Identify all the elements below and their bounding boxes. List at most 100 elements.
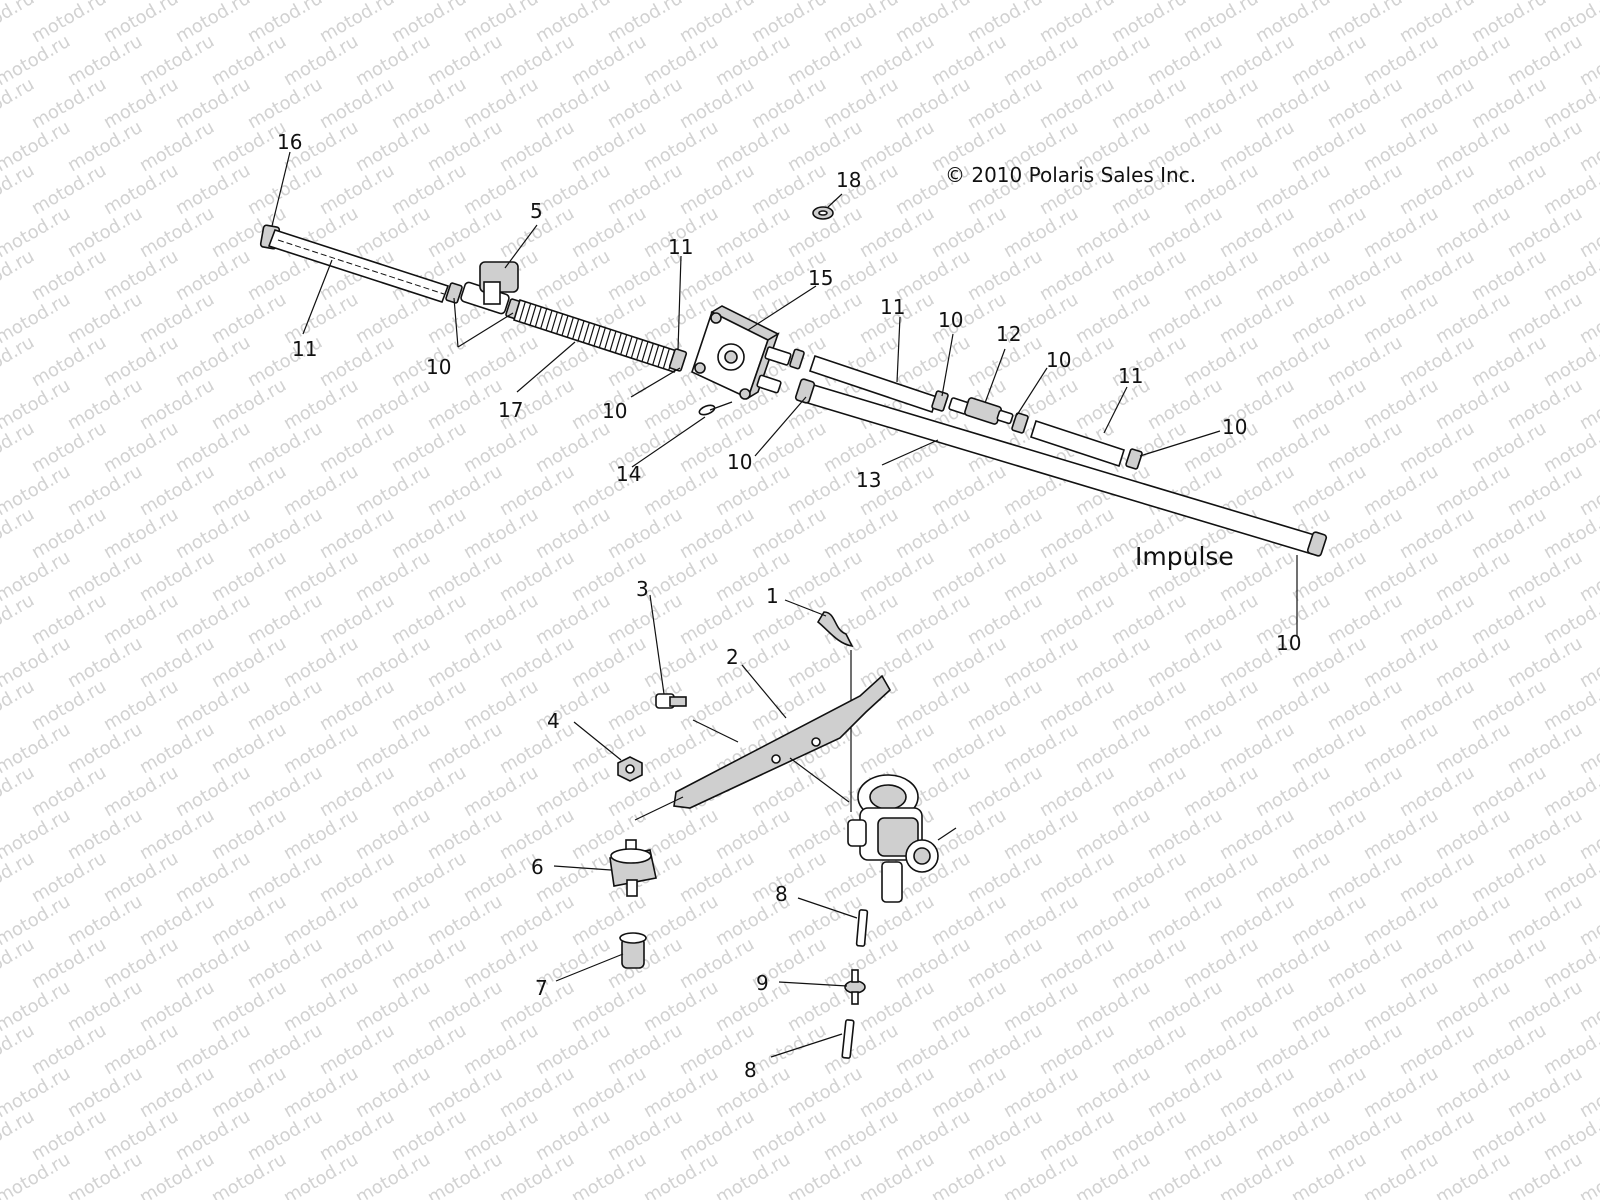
- hose-rib: [529, 305, 537, 326]
- model-label: Impulse: [1135, 542, 1234, 571]
- watermark-text: motod.ru: [1468, 0, 1550, 47]
- callout-13: 13: [856, 468, 881, 492]
- carburetor: [847, 774, 957, 903]
- callout-10-filter-right: 10: [1046, 348, 1071, 372]
- callout-6: 6: [531, 855, 544, 879]
- hose-rib: [518, 301, 526, 322]
- watermark-text: motod.ru: [820, 0, 902, 47]
- part-15-fuel-pump: [691, 305, 805, 400]
- callout-15: 15: [808, 266, 833, 290]
- leader-lines: [271, 151, 1298, 1058]
- hose-rib: [641, 341, 649, 362]
- callout-11-upper: 11: [880, 295, 905, 319]
- part-7-well-nut: [619, 932, 647, 969]
- callout-12: 12: [996, 322, 1021, 346]
- hose-rib: [524, 303, 532, 324]
- watermark-text: motod.ru: [964, 0, 1046, 47]
- hose-rib: [566, 317, 574, 338]
- callout-8-lower: 8: [744, 1058, 757, 1082]
- callout-16: 16: [277, 130, 302, 154]
- callout-10-pump: 10: [602, 399, 627, 423]
- part-11-hose-upper: [808, 354, 939, 414]
- hose-rib: [646, 343, 654, 364]
- part-10-clamp-filter-right: [1011, 412, 1029, 434]
- callout-10-far-right: 10: [1222, 415, 1247, 439]
- callout-11-right: 11: [1118, 364, 1143, 388]
- watermark-text: motod.ru: [28, 0, 110, 47]
- callout-17: 17: [498, 398, 523, 422]
- callout-9: 9: [756, 971, 769, 995]
- watermark-text: motod.ru: [1396, 0, 1478, 47]
- callout-5: 5: [530, 199, 543, 223]
- hose-rib: [598, 327, 606, 348]
- hose-rib: [545, 310, 553, 331]
- part-10-clamp-far-right: [1125, 448, 1143, 470]
- hose-rib: [540, 308, 548, 329]
- watermark-text: motod.ru: [1324, 0, 1406, 47]
- watermark-text: motod.ru: [100, 0, 182, 47]
- callouts: 16 5 11 10 17 11 10 18 15 14 10 11 10 12…: [277, 130, 1301, 1082]
- part-5-fitting: [460, 261, 519, 315]
- hose-rib: [609, 331, 617, 352]
- callout-14: 14: [616, 462, 641, 486]
- callout-11-left: 11: [292, 337, 317, 361]
- watermark-text: motod.ru: [748, 0, 830, 47]
- callout-10-impulse-left: 10: [727, 450, 752, 474]
- part-18-washer: [812, 206, 834, 220]
- callout-4: 4: [547, 709, 560, 733]
- watermark-text: motod.ru: [532, 0, 614, 47]
- copyright-text: © 2010 Polaris Sales Inc.: [945, 163, 1196, 187]
- hose-rib: [582, 322, 590, 343]
- hose-rib: [534, 306, 542, 328]
- watermark-text: motod.ru: [892, 0, 974, 47]
- hose-rib: [556, 313, 564, 335]
- watermark-text: motod.ru: [676, 0, 758, 47]
- hose-rib: [577, 320, 585, 341]
- watermark-text: motod.ru: [172, 0, 254, 47]
- part-2-bracket: [673, 674, 892, 809]
- part-12-inline-filter: [948, 397, 1014, 425]
- hose-rib: [630, 337, 638, 359]
- part-1-vent-hose: [816, 611, 854, 812]
- callout-10-impulse-right: 10: [1276, 631, 1301, 655]
- callout-1: 1: [766, 584, 779, 608]
- part-9-check-valve: [844, 969, 866, 1005]
- part-11-hose-left: [267, 229, 450, 303]
- watermark-text: motod.ru: [460, 0, 542, 47]
- part-4-nut: [617, 756, 643, 782]
- callout-10-left: 10: [426, 355, 451, 379]
- callout-10-filter-left: 10: [938, 308, 963, 332]
- hose-rib: [614, 332, 622, 354]
- callout-18: 18: [836, 168, 861, 192]
- watermark-text: motod.ru: [388, 0, 470, 47]
- hose-rib: [588, 324, 596, 345]
- watermark-text: motod.ru: [1180, 0, 1262, 47]
- part-8-hose-lower: [841, 1019, 855, 1059]
- hose-rib: [550, 311, 558, 333]
- hose-rib: [604, 329, 612, 350]
- callout-8-upper: 8: [775, 882, 788, 906]
- hose-rib: [657, 346, 665, 367]
- hose-rib: [652, 344, 660, 366]
- watermark-text: motod.ru: [0, 0, 38, 47]
- part-14-push-pin: [698, 401, 733, 416]
- hose-rib: [561, 315, 569, 336]
- watermark-text: motod.ru: [604, 0, 686, 47]
- callout-2: 2: [726, 645, 739, 669]
- watermark-text: motod.ru: [1108, 0, 1190, 47]
- callout-7: 7: [535, 976, 548, 1000]
- watermark-text: motod.ru: [316, 0, 398, 47]
- hose-rib: [625, 336, 633, 357]
- part-10-clamp-pump: [668, 348, 688, 372]
- callout-11-top: 11: [668, 235, 693, 259]
- part-8-hose-upper: [855, 909, 869, 947]
- part-3-bolt: [655, 693, 687, 709]
- part-11-hose-right: [1030, 419, 1125, 468]
- callout-3: 3: [636, 577, 649, 601]
- watermark-text: motod.ru: [1576, 0, 1600, 4]
- hose-rib: [593, 325, 601, 347]
- hose-rib: [620, 334, 628, 355]
- watermark-text: motod.ru: [244, 0, 326, 47]
